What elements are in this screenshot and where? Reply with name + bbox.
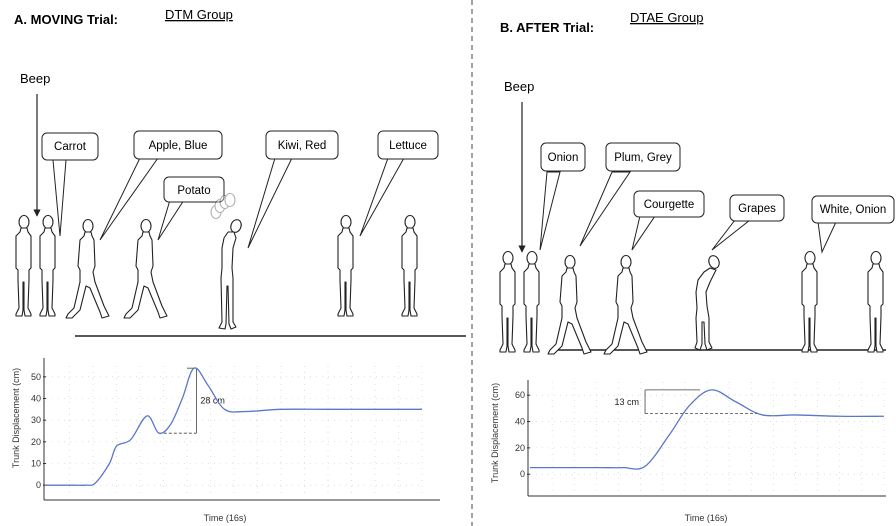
chart-b-grid [530, 382, 885, 494]
y-tick-label: 0 [36, 480, 41, 490]
svg-text:Potato: Potato [177, 185, 210, 197]
speech-bubble: Plum, Grey [579, 142, 681, 247]
chart-a-ylabel: Trunk Displacement (cm) [11, 368, 21, 468]
chart-a-series [45, 367, 422, 486]
speech-bubble: Onion [539, 142, 586, 251]
panel-a-title: A. MOVING Trial: [14, 12, 118, 27]
y-tick-label: 40 [515, 417, 525, 427]
svg-text:Kiwi, Red: Kiwi, Red [278, 140, 327, 152]
panel-a-group: DTM Group [165, 7, 233, 22]
y-tick-label: 50 [31, 372, 41, 382]
chart-b-annotation: 13 cm [615, 389, 760, 415]
chart-a-grid [46, 366, 423, 496]
speech-bubble: Apple, Blue [99, 130, 223, 241]
bending-figure [694, 253, 722, 351]
series-line [45, 367, 422, 486]
speech-bubble: Carrot [41, 132, 99, 237]
chart-a-annotation: 28 cm [158, 367, 225, 434]
y-tick-label: 60 [515, 390, 525, 400]
panel-b-title: B. AFTER Trial: [500, 20, 594, 35]
annotation-label: 13 cm [615, 397, 640, 407]
speech-bubble: Grapes [711, 194, 785, 251]
svg-text:Grapes: Grapes [738, 203, 776, 215]
svg-text:Lettuce: Lettuce [389, 140, 427, 152]
y-tick-label: 0 [520, 469, 525, 479]
y-tick-label: 30 [31, 415, 41, 425]
walking-figure [547, 254, 592, 355]
speech-bubble: White, Onion [811, 195, 895, 254]
speech-bubble: Potato [157, 176, 225, 241]
annotation-label: 28 cm [200, 396, 225, 406]
svg-text:Plum, Grey: Plum, Grey [614, 152, 672, 164]
speech-bubble: Lettuce [359, 130, 439, 237]
walking-figure [603, 254, 648, 355]
standing-figure [867, 250, 884, 353]
svg-text:Apple, Blue: Apple, Blue [149, 140, 208, 152]
standing-figure [15, 214, 32, 317]
chart-b-xlabel: Time (16s) [685, 513, 728, 523]
chart-b: Trunk Displacement (cm) 0 20 40 60 13 cm Ti… [490, 380, 886, 523]
standing-figure [523, 250, 540, 353]
panel-a-beep-label: Beep [20, 71, 50, 86]
standing-figure [337, 214, 354, 317]
y-tick-label: 20 [515, 443, 525, 453]
bending-figure-motion [210, 192, 244, 330]
speech-bubble: Courgette [631, 190, 705, 251]
panel-b: B. AFTER Trial: DTAE Group Beep Onion Pl… [490, 10, 895, 523]
standing-figure [499, 250, 516, 353]
svg-text:Carrot: Carrot [54, 141, 87, 153]
svg-text:White, Onion: White, Onion [820, 204, 886, 216]
svg-text:Onion: Onion [548, 152, 579, 164]
series-line [529, 389, 885, 470]
chart-a: Trunk Displacement (cm) 0 10 20 30 40 50 28 c… [11, 358, 440, 523]
chart-b-series [529, 389, 885, 470]
chart-a-ticks: 0 10 20 30 40 50 [31, 372, 46, 490]
speech-bubble: Kiwi, Red [247, 130, 339, 249]
standing-figure [401, 214, 418, 317]
chart-b-ylabel: Trunk Displacement (cm) [490, 383, 500, 483]
y-tick-label: 40 [31, 394, 41, 404]
standing-figure [801, 250, 818, 353]
standing-figure [39, 214, 56, 317]
panel-b-group: DTAE Group [630, 10, 703, 25]
y-tick-label: 10 [31, 459, 41, 469]
svg-text:Courgette: Courgette [644, 199, 695, 211]
chart-b-ticks: 0 20 40 60 [515, 390, 530, 479]
y-tick-label: 20 [31, 437, 41, 447]
chart-a-xlabel: Time (16s) [204, 513, 247, 523]
panel-b-beep-label: Beep [504, 79, 534, 94]
panel-a: A. MOVING Trial: DTM Group Beep Carrot A… [11, 7, 466, 523]
